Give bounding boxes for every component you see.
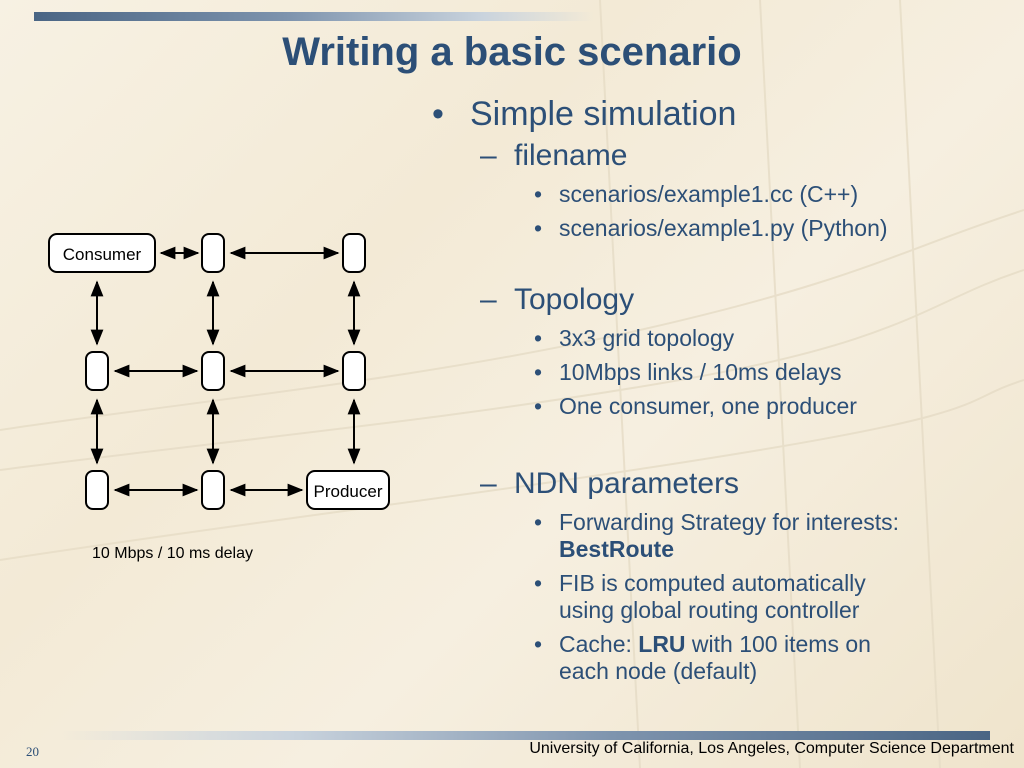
node-r2c3 [342, 351, 366, 391]
bullet-simple-simulation: Simple simulation [470, 95, 737, 133]
footer-text: University of California, Los Angeles, C… [529, 740, 1014, 757]
bullet-dot: • [432, 95, 444, 133]
item-consumer-producer: One consumer, one producer [559, 393, 857, 419]
item-links: 10Mbps links / 10ms delays [559, 359, 842, 385]
item-fib-line2: using global routing controller [559, 597, 860, 623]
bullet-dot: • [534, 181, 543, 207]
sub-topology: Topology [514, 283, 635, 316]
cache-suffix: with 100 items on [685, 631, 871, 657]
dash-marker: – [480, 283, 497, 316]
bullet-dot: • [534, 509, 543, 535]
bullet-dot: • [534, 393, 543, 419]
item-cache-line2: each node (default) [559, 658, 758, 684]
item-example-py: scenarios/example1.py (Python) [559, 215, 888, 241]
producer-node [306, 470, 390, 510]
page-number: 20 [26, 744, 39, 759]
item-forwarding: Forwarding Strategy for interests: [559, 509, 900, 535]
node-r3c2 [201, 470, 225, 510]
bottom-accent-bar [60, 731, 990, 740]
consumer-node [48, 233, 156, 273]
node-r2c1 [85, 351, 109, 391]
bullet-dot: • [534, 359, 543, 385]
top-accent-bar [34, 12, 594, 21]
sub-filename: filename [514, 139, 628, 172]
dash-marker: – [480, 467, 497, 500]
bullet-dot: • [534, 631, 543, 657]
item-cache: Cache: LRU with 100 items on [559, 631, 871, 658]
bullet-dot: • [534, 570, 543, 596]
dash-marker: – [480, 139, 497, 172]
slide-title: Writing a basic scenario [282, 30, 742, 74]
cache-prefix: Cache: [559, 631, 639, 657]
bullet-dot: • [534, 325, 543, 351]
bullet-dot: • [534, 215, 543, 241]
item-example-cc: scenarios/example1.cc (C++) [559, 181, 859, 207]
item-forwarding-value: BestRoute [559, 536, 675, 562]
cache-value: LRU [638, 631, 686, 657]
consumer-label: Consumer [63, 245, 142, 264]
producer-label: Producer [314, 482, 383, 501]
node-r1c2 [201, 233, 225, 273]
diagram-caption: 10 Mbps / 10 ms delay [92, 545, 253, 562]
node-r2c2 [201, 351, 225, 391]
sub-ndn-parameters: NDN parameters [514, 467, 740, 500]
item-fib-line1: FIB is computed automatically [559, 570, 866, 596]
node-r1c3 [342, 233, 366, 273]
node-r3c1 [85, 470, 109, 510]
item-grid: 3x3 grid topology [559, 325, 735, 351]
